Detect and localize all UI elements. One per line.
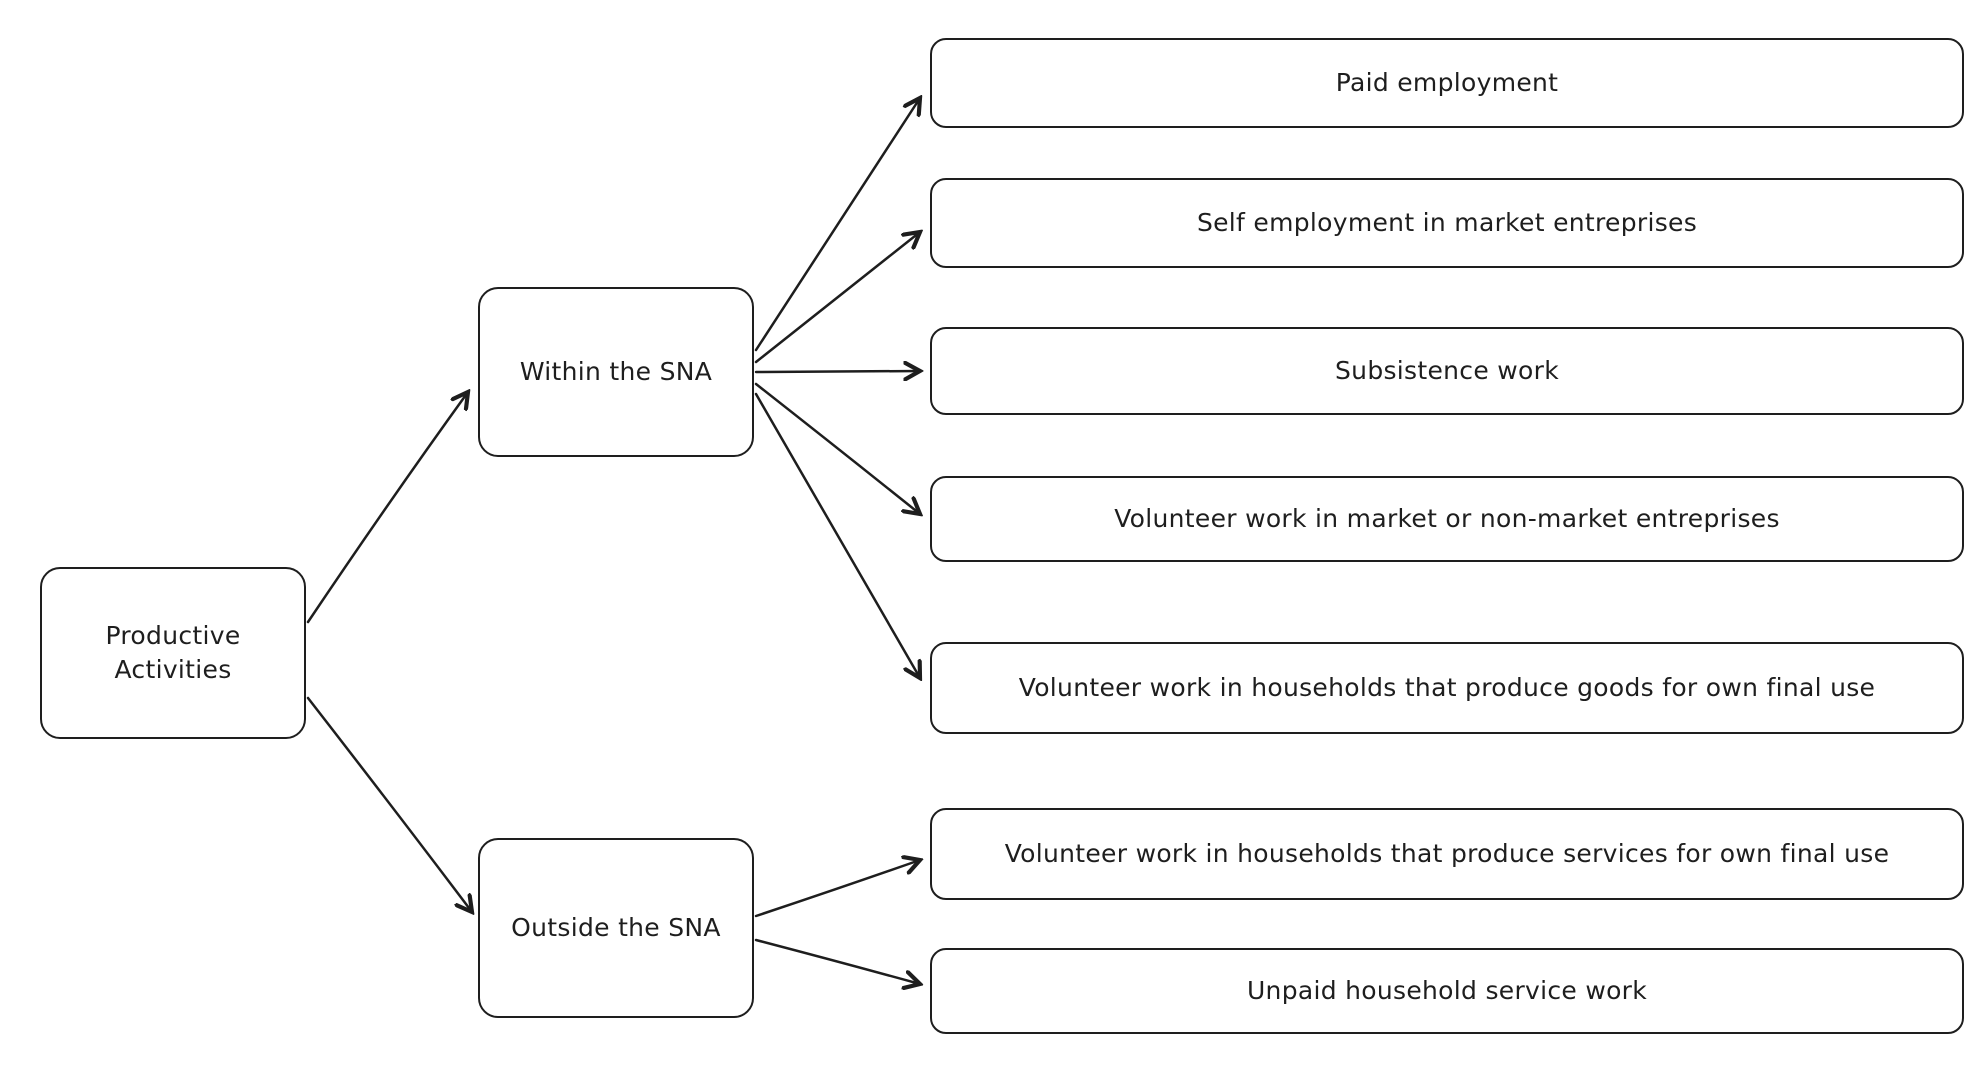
arrow-root-to-outside [306,696,472,912]
node-label: Volunteer work in households that produc… [1018,673,1876,703]
node-label: Paid employment [1335,68,1559,98]
node-label: Within the SNA [519,357,713,387]
node-label: Outside the SNA [511,913,721,943]
node-self-employment: Self employment in market entreprises [930,178,1964,268]
arrow-within-to-subsistence-work [754,371,920,372]
node-subsistence-work: Subsistence work [930,327,1964,415]
node-label: Productive Activities [105,621,241,684]
node-label: Subsistence work [1335,356,1559,386]
node-label: Unpaid household service work [1246,976,1648,1006]
arrow-root-to-within [306,392,468,624]
arrow-within-to-self-employment [754,232,920,364]
arrow-within-to-volunteer-goods [754,392,920,678]
node-unpaid-household-service-work: Unpaid household service work [930,948,1964,1034]
node-volunteer-work-market: Volunteer work in market or non-market e… [930,476,1964,562]
node-volunteer-work-goods: Volunteer work in households that produc… [930,642,1964,734]
arrow-within-to-paid-employment [754,98,920,352]
arrow-within-to-volunteer-market [754,382,920,514]
node-label: Volunteer work in households that produc… [1004,839,1890,869]
arrow-outside-to-volunteer-services [754,860,920,918]
node-productive-activities: Productive Activities [40,567,306,739]
node-within-the-sna: Within the SNA [478,287,754,457]
node-outside-the-sna: Outside the SNA [478,838,754,1018]
node-volunteer-work-services: Volunteer work in households that produc… [930,808,1964,900]
node-paid-employment: Paid employment [930,38,1964,128]
node-label: Volunteer work in market or non-market e… [1114,504,1780,534]
node-label: Self employment in market entreprises [1196,208,1698,238]
arrow-outside-to-unpaid-household [754,938,920,984]
